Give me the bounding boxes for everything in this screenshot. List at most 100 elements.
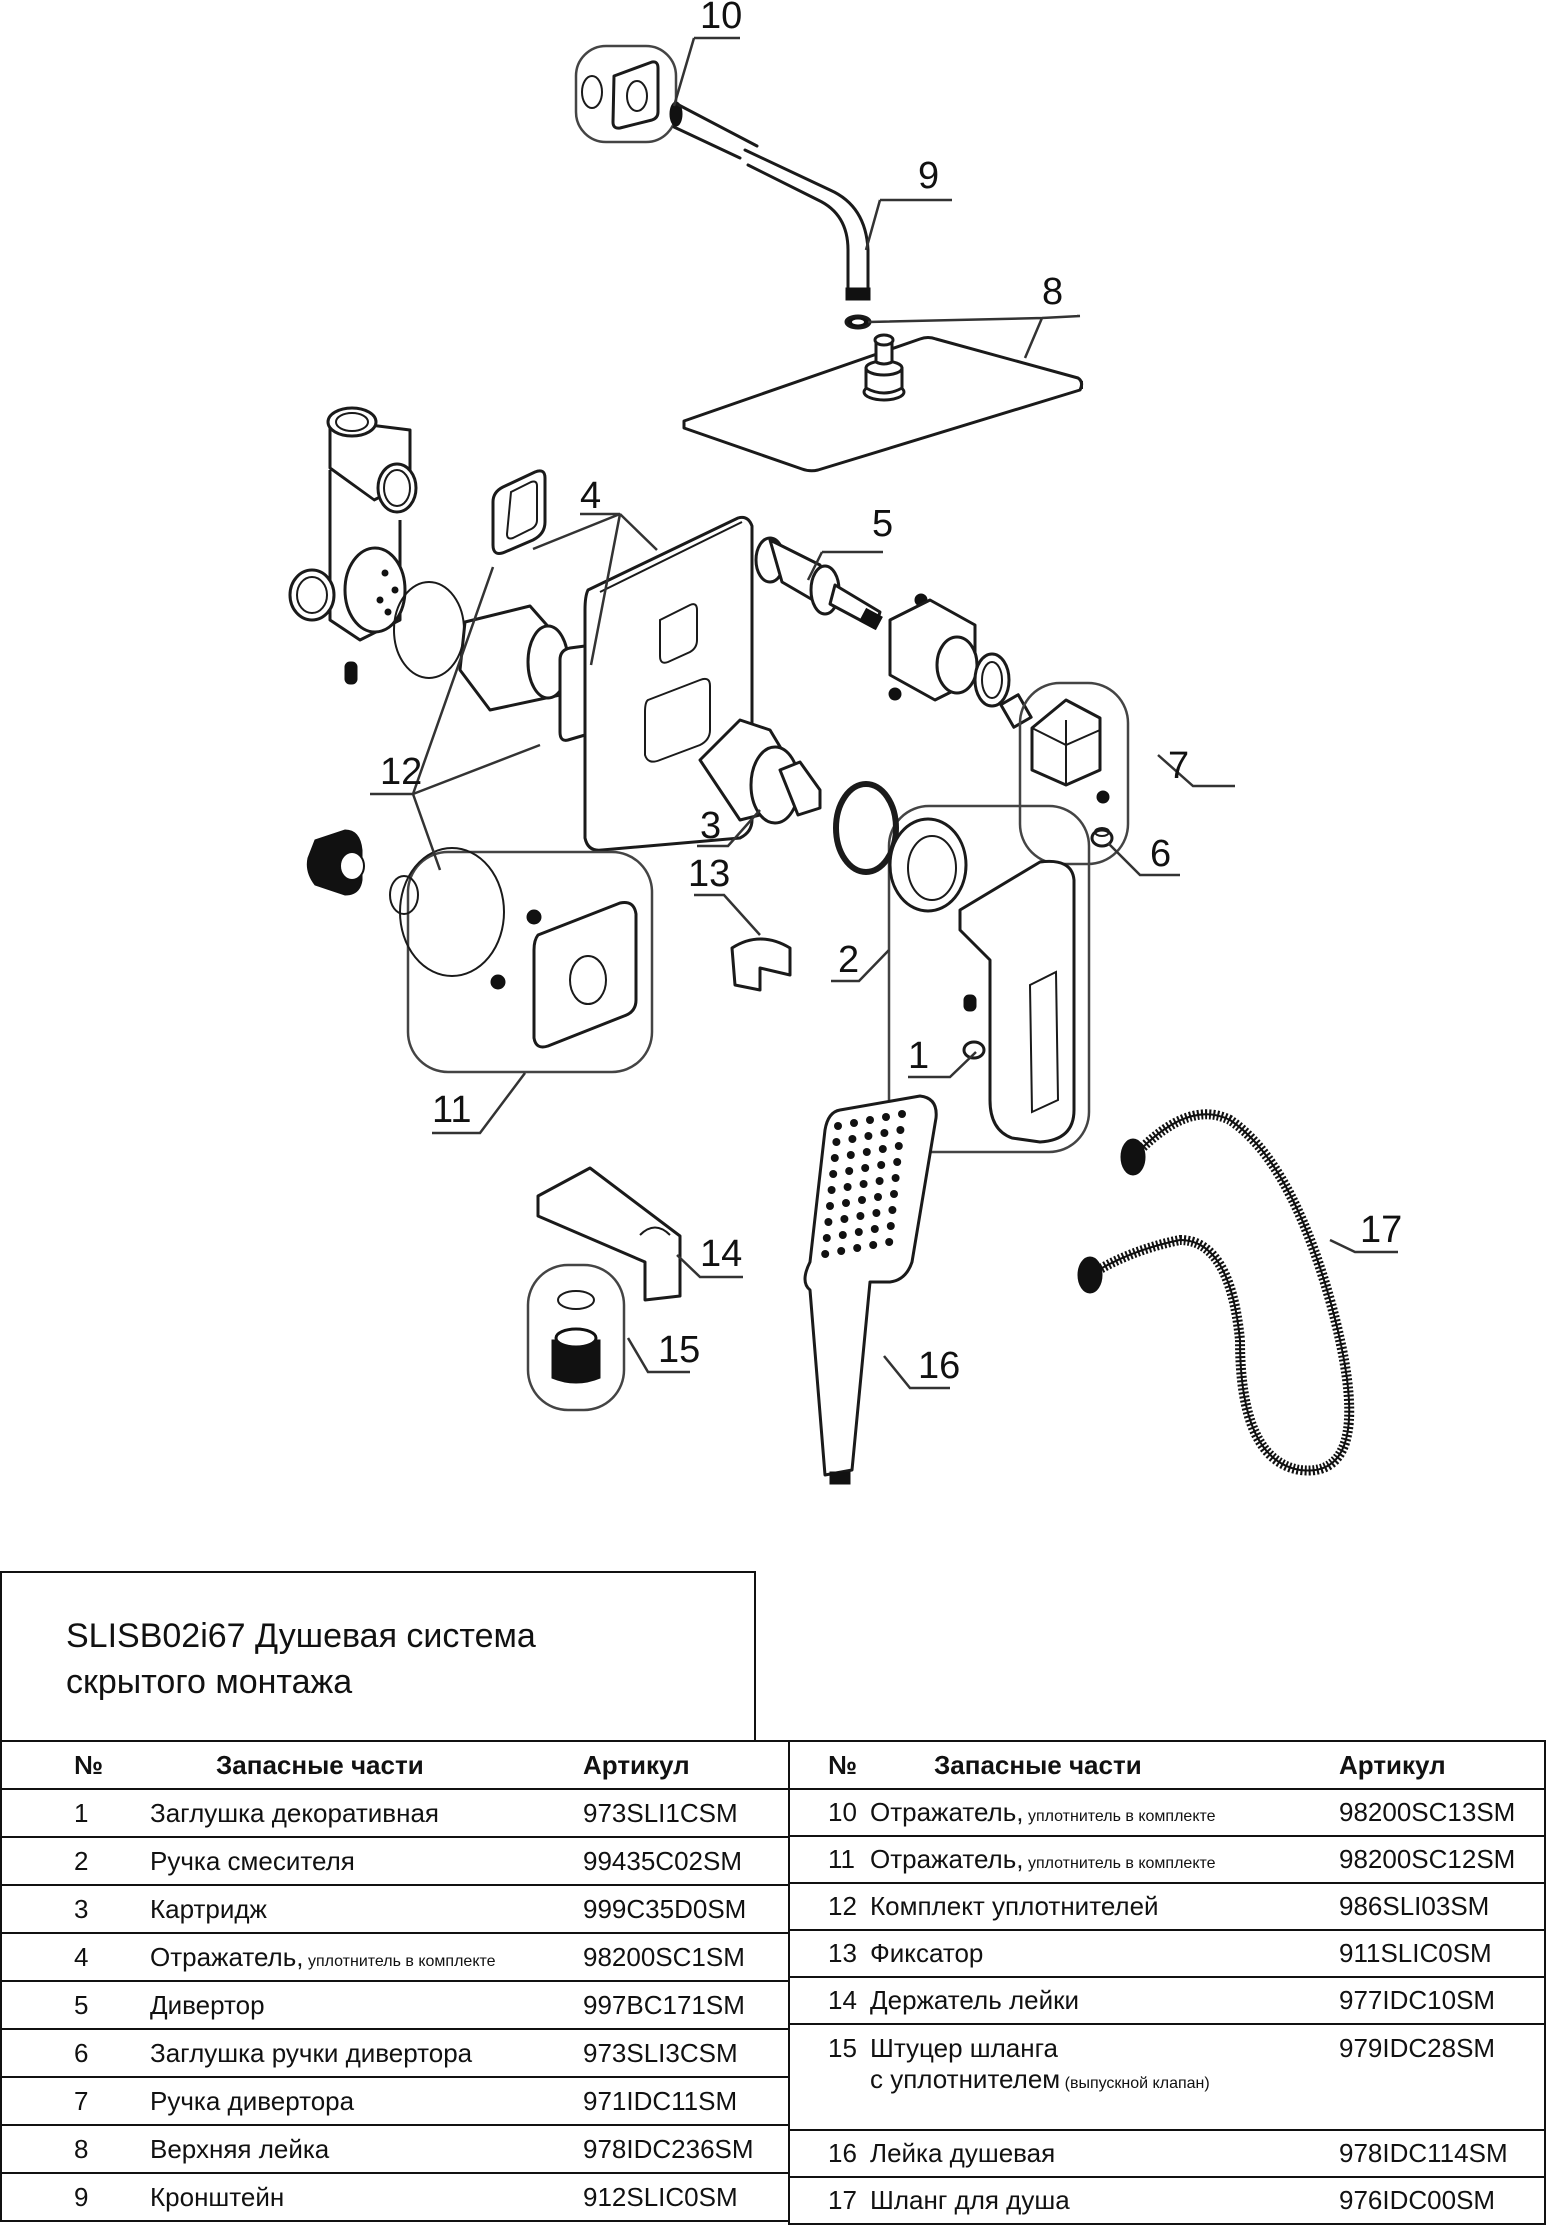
- callout-15: 15: [658, 1329, 700, 1371]
- part-name: Ручка дивертора: [150, 2077, 583, 2126]
- part-7-diverter-handle: [1018, 681, 1130, 866]
- callout-4: 4: [580, 475, 601, 517]
- part-name: Дивертор: [150, 1981, 583, 2030]
- part-article: 979IDC28SM: [1339, 2024, 1545, 2131]
- part-name-text: Отражатель,: [150, 1941, 304, 1972]
- part-name: Заглушка декоративная: [150, 1789, 583, 1838]
- part-number: 14: [788, 1977, 870, 2025]
- nozzle-dot: [829, 1170, 838, 1178]
- nozzle-dot: [864, 1132, 873, 1140]
- product-title: SLISB02i67 Душевая система скрытого монт…: [66, 1613, 536, 1705]
- part-number: 1: [1, 1789, 150, 1838]
- part-article: 976IDC00SM: [1339, 2185, 1496, 2215]
- part-name-text: Отражатель,: [870, 1797, 1024, 1827]
- part-name: Фиксатор: [870, 1930, 1339, 1978]
- part-number: 12: [788, 1883, 870, 1931]
- part-name: Отражатель, уплотнитель в комплекте: [870, 1836, 1339, 1884]
- callout-2: 2: [838, 939, 859, 981]
- nozzle-dot: [853, 1244, 862, 1252]
- callout-11: 11: [432, 1089, 471, 1131]
- nozzle-dot: [843, 1183, 852, 1191]
- callout-14: 14: [700, 1233, 742, 1275]
- callout-7: 7: [1168, 745, 1189, 787]
- part-name: Лейка душевая: [870, 2130, 1339, 2178]
- part-number: 10: [788, 1789, 870, 1837]
- nozzle-dot: [886, 1222, 895, 1230]
- nozzle-dot: [821, 1250, 830, 1258]
- part-article: 978IDC236SM: [583, 2125, 788, 2174]
- part-number: 4: [1, 1933, 150, 1982]
- part-article: 973SLI1CSM: [583, 1789, 788, 1838]
- header-num: №: [788, 1741, 870, 1790]
- nozzle-dot: [850, 1119, 858, 1127]
- part-note: (выпускной клапан): [1060, 2075, 1210, 2092]
- part-name-text: Картридж: [150, 1893, 267, 1924]
- nozzle-dot: [890, 1190, 898, 1198]
- part-13-clip: [730, 937, 792, 992]
- part-name: Верхняя лейка: [150, 2125, 583, 2174]
- nozzle-dot: [826, 1202, 834, 1210]
- callout-8: 8: [1042, 271, 1063, 313]
- nozzle-pattern: [821, 1110, 906, 1258]
- part-article: 973SLI3CSM: [583, 2029, 788, 2078]
- part-name-text: Кронштейн: [150, 2181, 285, 2212]
- part-name-text: Заглушка ручки дивертора: [150, 2037, 473, 2068]
- nozzle-dot: [866, 1116, 874, 1124]
- part-number: 13: [788, 1930, 870, 1978]
- part-article: 978IDC114SM: [1339, 2130, 1545, 2178]
- table-header-row: № Запасные части Артикул: [788, 1741, 1545, 1790]
- part-article: 977IDC10SM: [1339, 1977, 1545, 2025]
- part-name: Заглушка ручки дивертора: [150, 2029, 583, 2078]
- part-article: 911SLIC0SM: [1339, 1930, 1545, 1978]
- nozzle-dot: [880, 1129, 889, 1137]
- part-article: 99435C02SM: [583, 1837, 788, 1886]
- nozzle-dot: [874, 1193, 882, 1201]
- nozzle-dot: [882, 1113, 890, 1121]
- part-name: Кронштейн: [150, 2173, 583, 2221]
- part-name-text-line2: с уплотнителем: [870, 2064, 1061, 2094]
- part-number: 6: [1, 2029, 150, 2078]
- nozzle-dot: [832, 1138, 841, 1146]
- nozzle-dot: [854, 1228, 863, 1236]
- part-number: 8: [1, 2125, 150, 2174]
- nozzle-dot: [830, 1154, 839, 1162]
- part-name: Картридж: [150, 1885, 583, 1934]
- nozzle-dot: [877, 1161, 886, 1169]
- nozzle-dot: [858, 1196, 866, 1204]
- part-name-text: Штуцер шланга: [870, 2033, 1058, 2063]
- header-num: №: [1, 1741, 150, 1790]
- nozzle-dot: [885, 1238, 894, 1246]
- table-header-row: № Запасные части Артикул: [1, 1741, 788, 1790]
- callout-3: 3: [700, 805, 721, 847]
- part-name-text: Лейка душевая: [870, 2138, 1056, 2168]
- part-number: 16: [788, 2130, 870, 2178]
- part-name: Комплект уплотнителей: [870, 1883, 1339, 1931]
- part-article: 999C35D0SM: [583, 1885, 788, 1934]
- nozzle-dot: [827, 1186, 836, 1194]
- nozzle-dot: [872, 1209, 881, 1217]
- callout-12: 12: [380, 751, 422, 793]
- part-number: 11: [788, 1836, 870, 1884]
- nozzle-dot: [894, 1142, 903, 1150]
- nozzle-dot: [898, 1110, 906, 1118]
- part-9-shower-arm: [672, 101, 872, 330]
- nozzle-dot: [870, 1225, 879, 1233]
- nozzle-dot: [840, 1215, 849, 1223]
- part-5-diverter: [754, 536, 1033, 729]
- nozzle-dot: [824, 1218, 833, 1226]
- part-name-text: Фиксатор: [870, 1938, 984, 1968]
- part-article: 986SLI03SM: [1339, 1883, 1545, 1931]
- callout-labels: 10 9 8 4 5 12 3 7 6 13 2 1 11 14 15 16 1…: [380, 0, 1402, 1387]
- nozzle-dot: [891, 1174, 900, 1182]
